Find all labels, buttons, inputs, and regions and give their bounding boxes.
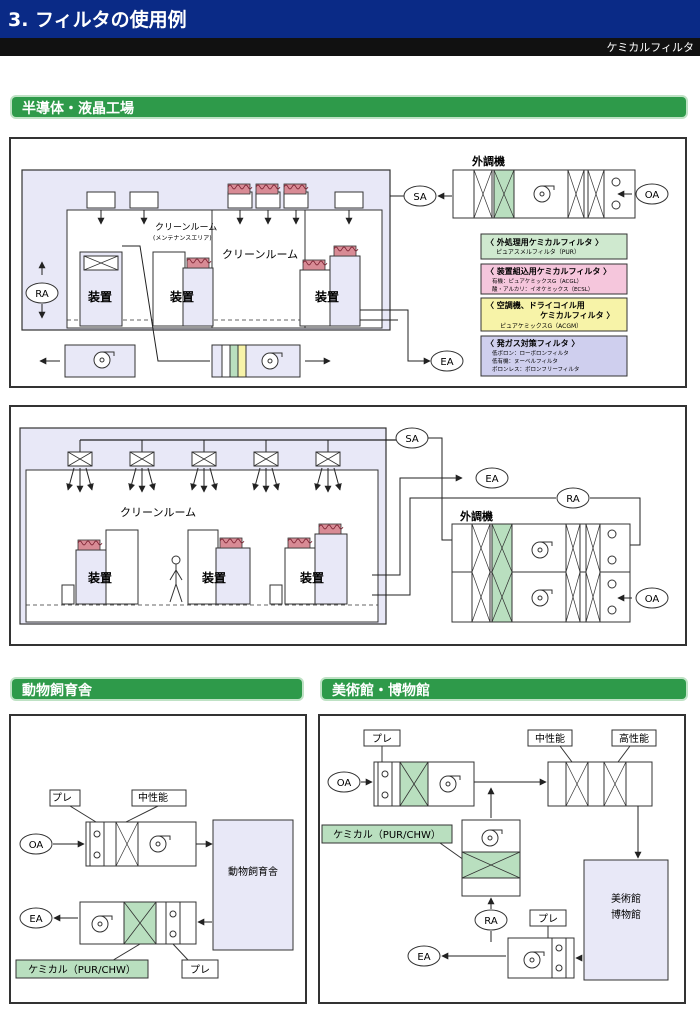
d4-final-unit (547, 761, 653, 807)
d1-ffu-row (86, 183, 364, 225)
svg-text:有機：ピュアケミックスG（ACGL）: 有機：ピュアケミックスG（ACGL） (492, 277, 582, 285)
legend-item-4 (480, 335, 628, 377)
legend-item-3 (480, 297, 628, 332)
d2-oa-oval (635, 587, 669, 609)
d2-ea-oval (475, 467, 509, 489)
d4-oa-label: OA (337, 778, 352, 789)
svg-text:低有機：ヌーベルフィルタ: 低有機：ヌーベルフィルタ (492, 357, 558, 365)
d1-ea-oval (430, 350, 464, 372)
d1-cleanroom-label: クリーンルーム (222, 248, 298, 261)
d4-mid-label: 中性能 (535, 732, 565, 745)
d3-chem-label: ケミカル（PUR/CHW） (28, 964, 136, 976)
d3-ea-oval (19, 907, 53, 929)
d2-device-1-label: 装置 (87, 570, 112, 585)
d2-cleanroom-label: クリーンルーム (120, 506, 196, 519)
legend-item-2 (480, 263, 628, 295)
d1-sa-oval (403, 185, 437, 207)
diagram-2: クリーンルーム 装置 装置 装置 SA EA (19, 427, 669, 625)
d2-ahu-label: 外調機 (459, 509, 493, 523)
diagram-1: クリーンルーム (メンテナンスエリア) クリーンルーム 装置 装置 装置 RA (21, 154, 669, 378)
d2-ea-label: EA (485, 474, 498, 485)
d2-device-2-label: 装置 (201, 570, 226, 585)
d4-chem-box (321, 824, 453, 844)
svg-text:ピュアケミックスG（ACGM）: ピュアケミックスG（ACGM） (500, 323, 582, 330)
d4-ra-oval (474, 909, 508, 931)
svg-text:低ボロン：ローボロンフィルタ: 低ボロン：ローボロンフィルタ (492, 349, 569, 357)
section-semiconductor: 半導体・液晶工場 (12, 97, 686, 117)
d2-oa-label: OA (645, 594, 660, 605)
d1-ahu-label: 外調機 (471, 154, 505, 168)
d1-cleanroom-maint-label: クリーンルーム (155, 222, 217, 233)
svg-text:〈 発ガス対策フィルタ 〉: 〈 発ガス対策フィルタ 〉 (486, 338, 579, 348)
d1-ra-oval (25, 282, 59, 304)
d3-pre-label: プレ (52, 792, 72, 804)
svg-text:ボロンレス：ボロンフリーフィルタ: ボロンレス：ボロンフリーフィルタ (492, 365, 579, 373)
sub-header: ケミカルフィルタ (0, 38, 700, 56)
section-animal: 動物飼育舎 (12, 679, 302, 699)
d3-oa-oval (19, 833, 53, 855)
d2-device-3 (314, 533, 348, 605)
d1-device-2-label: 装置 (169, 289, 194, 304)
d4-ra-label: RA (484, 916, 498, 927)
d2-device-3-label: 装置 (299, 570, 324, 585)
d4-room (583, 859, 669, 981)
d1-ea-label: EA (440, 357, 453, 368)
d3-mid-label: 中性能 (138, 791, 168, 804)
d2-person-icon (169, 555, 183, 603)
d1-sa-label: SA (413, 192, 427, 203)
d3-oa-label: OA (29, 840, 44, 851)
d1-heater-icon (227, 183, 253, 195)
d1-oa-oval (635, 183, 669, 205)
section-museum: 美術館・博物館 (322, 679, 686, 699)
d2-ra-label: RA (566, 494, 580, 505)
d2-ra-oval (556, 487, 590, 509)
d4-ea-oval (407, 945, 441, 967)
d1-oa-label: OA (645, 190, 660, 201)
d4-room2-label: 博物館 (611, 908, 641, 921)
svg-text:〈 空調機、ドライコイル用: 〈 空調機、ドライコイル用 (486, 300, 585, 310)
d3-room (212, 819, 294, 951)
page-subtitle: ケミカルフィルタ (606, 41, 694, 54)
d1-legend: 〈 外処理用ケミカルフィルタ 〉 ピュアスメルフィルタ（PUR） 〈 装置組込用… (480, 233, 628, 377)
diagram-3: プレ 中性能 OA 動物飼育舎 EA ケミカル（PUR/CHW (15, 789, 294, 979)
d4-room1-label: 美術館 (611, 892, 641, 905)
d3-chem-box (15, 959, 149, 979)
section-semiconductor-label: 半導体・液晶工場 (22, 101, 134, 117)
d3-room-label: 動物飼育舎 (228, 865, 278, 878)
d1-bottom-duct-left (64, 344, 136, 378)
section-animal-label: 動物飼育舎 (22, 683, 92, 699)
diagram-4: プレ OA 中性能 高性能 美術館 博物館 ケミカル（PUR/CHW） (321, 729, 669, 981)
d3-pre2-label: プレ (190, 964, 210, 976)
d2-ahu-filters (471, 523, 601, 623)
d1-maint-area-label: (メンテナンスエリア) (153, 235, 212, 242)
svg-text:ピュアスメルフィルタ（PUR）: ピュアスメルフィルタ（PUR） (496, 248, 580, 256)
d1-device-3 (329, 255, 361, 327)
d4-high-label: 高性能 (619, 732, 649, 745)
d1-device-3-label: 装置 (314, 289, 339, 304)
d2-device-2 (215, 547, 251, 605)
d4-pre-label: プレ (372, 733, 392, 745)
d1-device-1-label: 装置 (87, 289, 112, 304)
page-header: 3. フィルタの使用例 (0, 0, 700, 38)
legend-item-1 (480, 233, 628, 260)
svg-text:〈 外処理用ケミカルフィルタ 〉: 〈 外処理用ケミカルフィルタ 〉 (486, 237, 603, 247)
section-museum-label: 美術館・博物館 (332, 683, 430, 699)
svg-text:酸・アルカリ：イオケミックス（ECSL）: 酸・アルカリ：イオケミックス（ECSL） (492, 285, 593, 293)
svg-text:ケミカルフィルタ 〉: ケミカルフィルタ 〉 (540, 310, 614, 320)
d4-chem-label: ケミカル（PUR/CHW） (333, 829, 441, 841)
page-title: 3. フィルタの使用例 (8, 9, 187, 31)
d4-ea-label: EA (417, 952, 430, 963)
svg-text:〈 装置組込用ケミカルフィルタ 〉: 〈 装置組込用ケミカルフィルタ 〉 (486, 266, 611, 276)
d3-ea-label: EA (29, 914, 42, 925)
d4-oa-oval (327, 771, 361, 793)
d4-pre2-label: プレ (538, 913, 558, 925)
d2-sa-label: SA (405, 434, 419, 445)
d1-ra-label: RA (35, 289, 49, 300)
